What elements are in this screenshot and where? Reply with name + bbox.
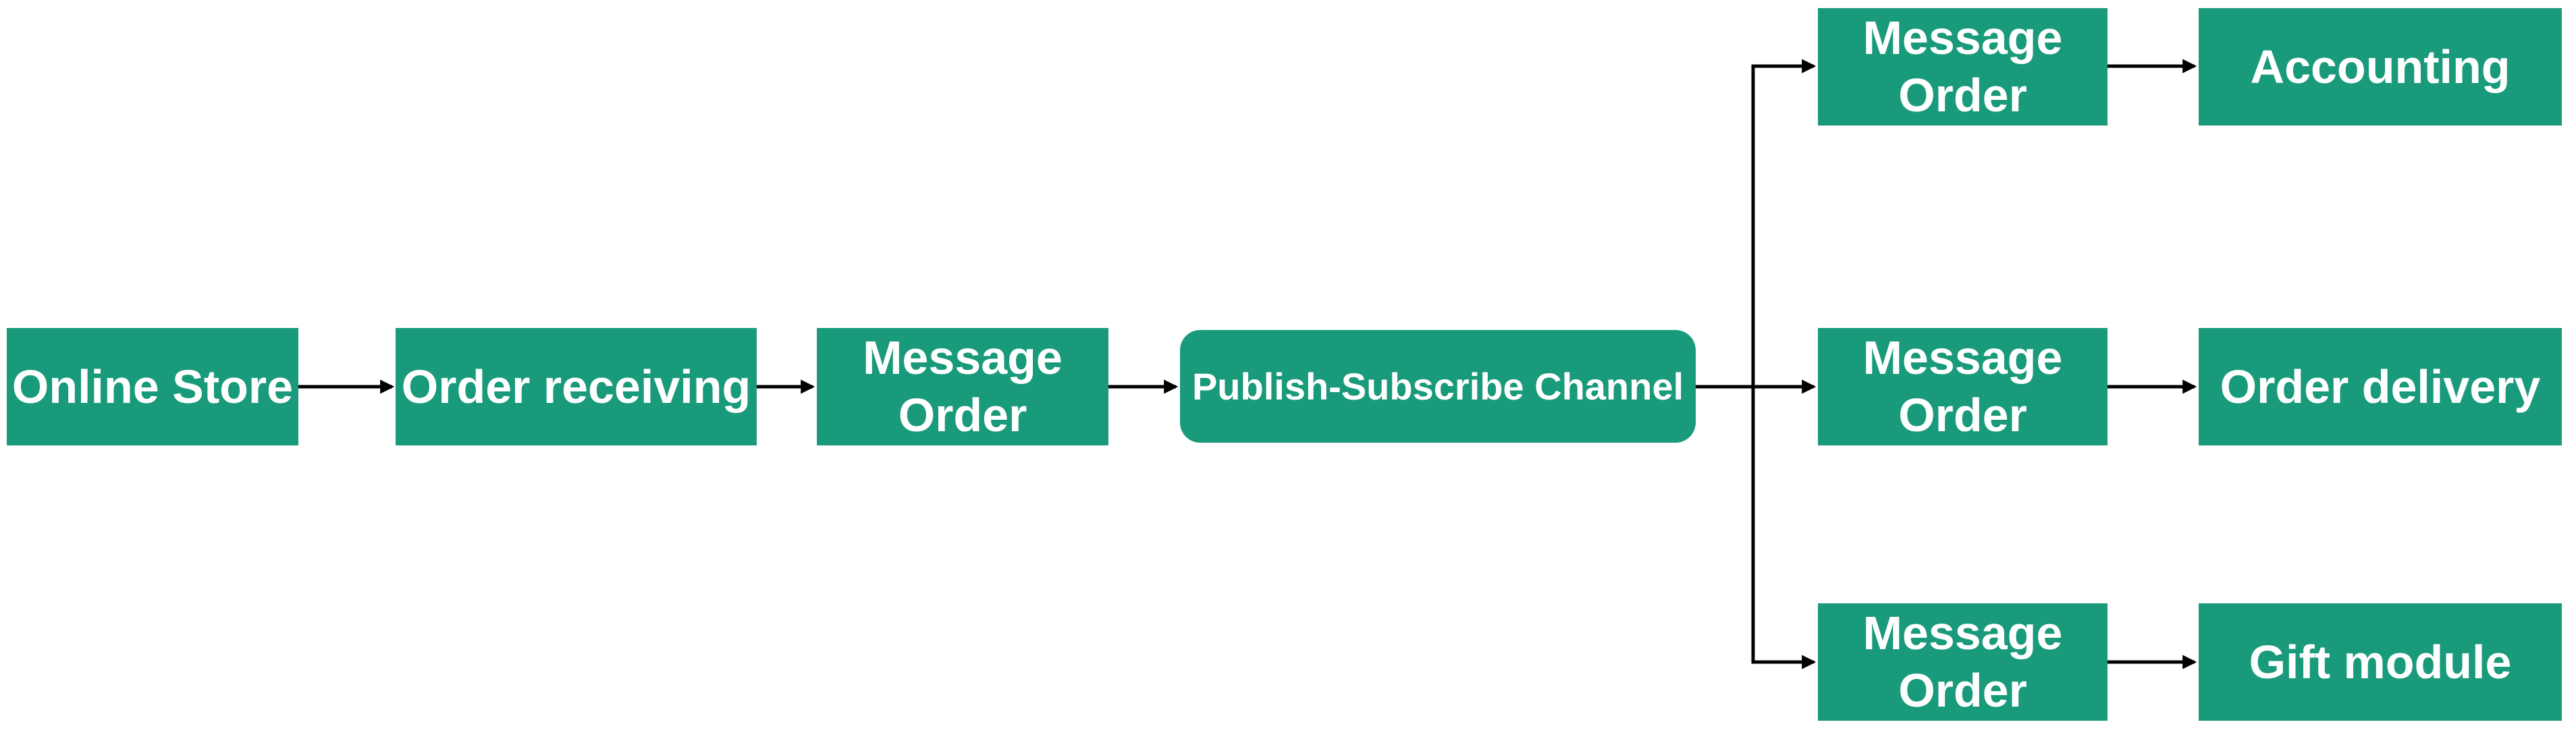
node-message-order-middle-label: Message Order [1862,331,2063,441]
node-gift-module-label: Gift module [2249,635,2512,688]
node-order-delivery-label: Order delivery [2220,360,2541,413]
node-order-receiving-label: Order receiving [401,360,751,413]
node-message-order-main: Message Order [817,328,1108,445]
node-publish-subscribe-channel: Publish-Subscribe Channel [1180,330,1696,443]
node-online-store: Online Store [7,328,298,445]
node-message-order-main-label: Message Order [863,331,1063,441]
node-order-delivery: Order delivery [2199,328,2562,445]
node-order-receiving: Order receiving [396,328,757,445]
node-message-order-top: Message Order [1818,8,2108,126]
connector-branch-up-to-message-order-top [1751,59,1817,387]
node-accounting-label: Accounting [2250,40,2511,93]
node-gift-module: Gift module [2199,603,2562,721]
connector-branch-down-to-message-order-bottom [1751,387,1817,669]
node-message-order-middle: Message Order [1818,328,2108,445]
node-accounting: Accounting [2199,8,2562,126]
node-publish-subscribe-channel-label: Publish-Subscribe Channel [1191,365,1684,408]
node-online-store-label: Online Store [11,360,294,413]
node-message-order-bottom-label: Message Order [1862,607,2063,717]
node-message-order-top-label: Message Order [1862,11,2063,121]
node-message-order-bottom: Message Order [1818,603,2108,721]
